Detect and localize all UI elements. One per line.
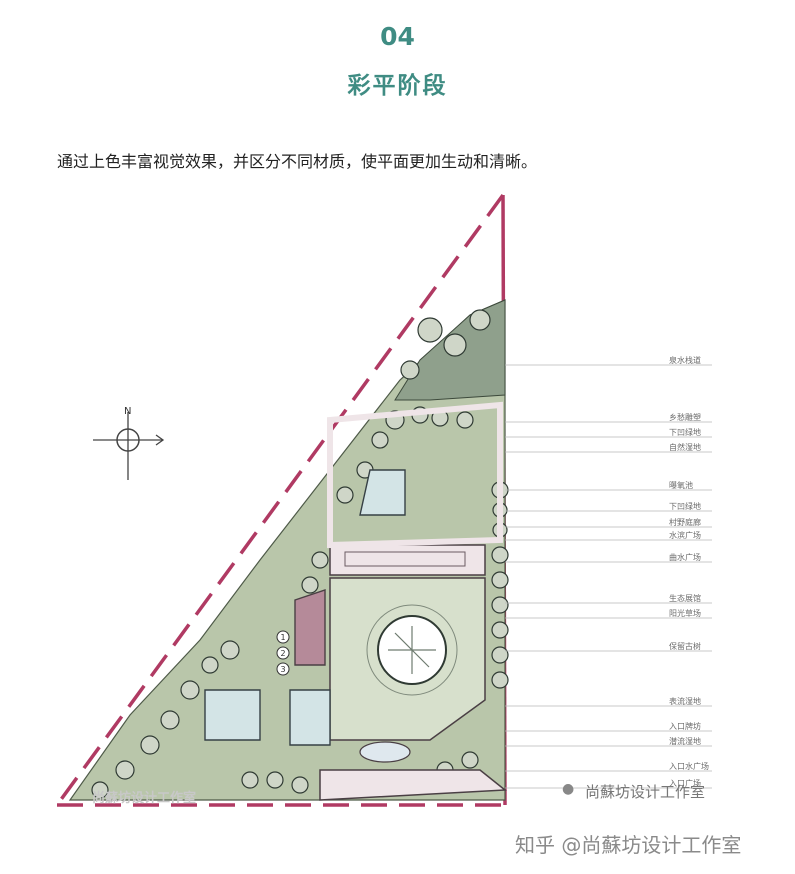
plan-label: 入口广场	[669, 778, 701, 788]
svg-text:3: 3	[280, 665, 285, 674]
plan-label: 表流湿地	[669, 696, 701, 706]
studio-logo-watermark: 尚蘇坊设计工作室	[92, 791, 197, 806]
wechat-watermark: 尚蘇坊设计工作室	[585, 783, 706, 801]
plan-label: 入口水广场	[669, 761, 709, 771]
plan-label: 自然湿地	[669, 442, 701, 452]
eco-pavilion	[329, 544, 486, 576]
plan-label: 阳光草场	[669, 608, 701, 618]
plan-label: 水滨广场	[669, 530, 701, 540]
svg-text:1: 1	[280, 633, 285, 642]
plan-label: 曲水广场	[669, 552, 701, 562]
wechat-icon: ●	[562, 781, 575, 797]
north-label: N	[124, 406, 131, 417]
plan-label: 生态展馆	[669, 593, 701, 603]
numbered-markers: 1 2 3	[276, 630, 290, 676]
section-number: 04	[380, 22, 415, 51]
plan-label: 曝氧池	[669, 480, 693, 490]
plan-labels: 泉水栈道乡愁雕塑下凹绿地自然湿地曝氧池下凹绿地村野庭廊水滨广场曲水广场生态展馆阳…	[505, 355, 712, 789]
plan-label: 保留古树	[669, 641, 701, 651]
plan-label: 下凹绿地	[669, 501, 701, 511]
plan-label: 村野庭廊	[669, 517, 701, 527]
plan-label: 下凹绿地	[669, 427, 701, 437]
entry-plaza	[319, 769, 508, 801]
intro-text: 通过上色丰富视觉效果，并区分不同材质，使平面更加生动和清晰。	[57, 152, 538, 171]
plan-label: 潜流湿地	[669, 736, 701, 746]
village-corridor	[294, 589, 326, 666]
section-title: 彩平阶段	[347, 73, 448, 99]
tree-canopies	[91, 309, 509, 799]
wetland-ponds	[204, 689, 331, 746]
svg-text:2: 2	[280, 649, 285, 658]
north-arrow-icon: N	[93, 406, 165, 480]
plan-label: 泉水栈道	[669, 355, 701, 365]
plan-label: 入口牌坊	[669, 721, 701, 731]
plan-label: 乡愁雕塑	[669, 412, 701, 422]
zhihu-watermark: 知乎 @尚蘇坊设计工作室	[515, 833, 742, 857]
